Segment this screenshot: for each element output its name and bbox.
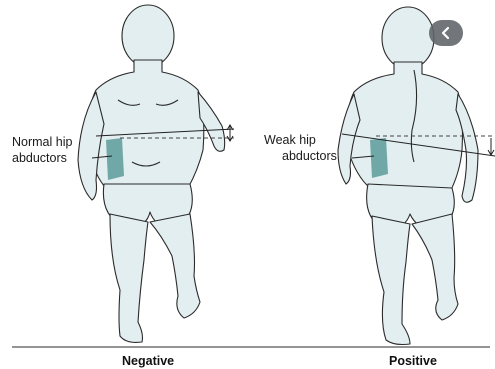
chevron-left-icon [439, 26, 453, 40]
normal-hip-label-line2: abductors [12, 151, 67, 166]
torso [347, 62, 463, 192]
muscle-patch [370, 138, 388, 178]
back-button[interactable] [429, 20, 463, 46]
weak-hip-label-line2: abductors [282, 149, 337, 164]
left-arm [78, 92, 104, 200]
caption-positive: Positive [389, 354, 437, 368]
caption-negative: Negative [122, 354, 174, 368]
hip-abductor-muscle [106, 138, 124, 180]
figure-positive [338, 7, 478, 345]
normal-hip-label-line1: Normal hip [12, 135, 72, 150]
weak-hip-label-line1: Weak hip [264, 133, 316, 148]
tilt-arrow-positive [488, 138, 494, 155]
right-leg [412, 214, 458, 320]
torso [88, 60, 204, 188]
tilt-arrow-negative [227, 125, 233, 141]
left-leg [110, 214, 148, 342]
left-leg [372, 216, 410, 345]
head [382, 7, 434, 69]
figure-negative [78, 5, 225, 342]
right-leg [150, 214, 200, 318]
head [122, 5, 174, 67]
